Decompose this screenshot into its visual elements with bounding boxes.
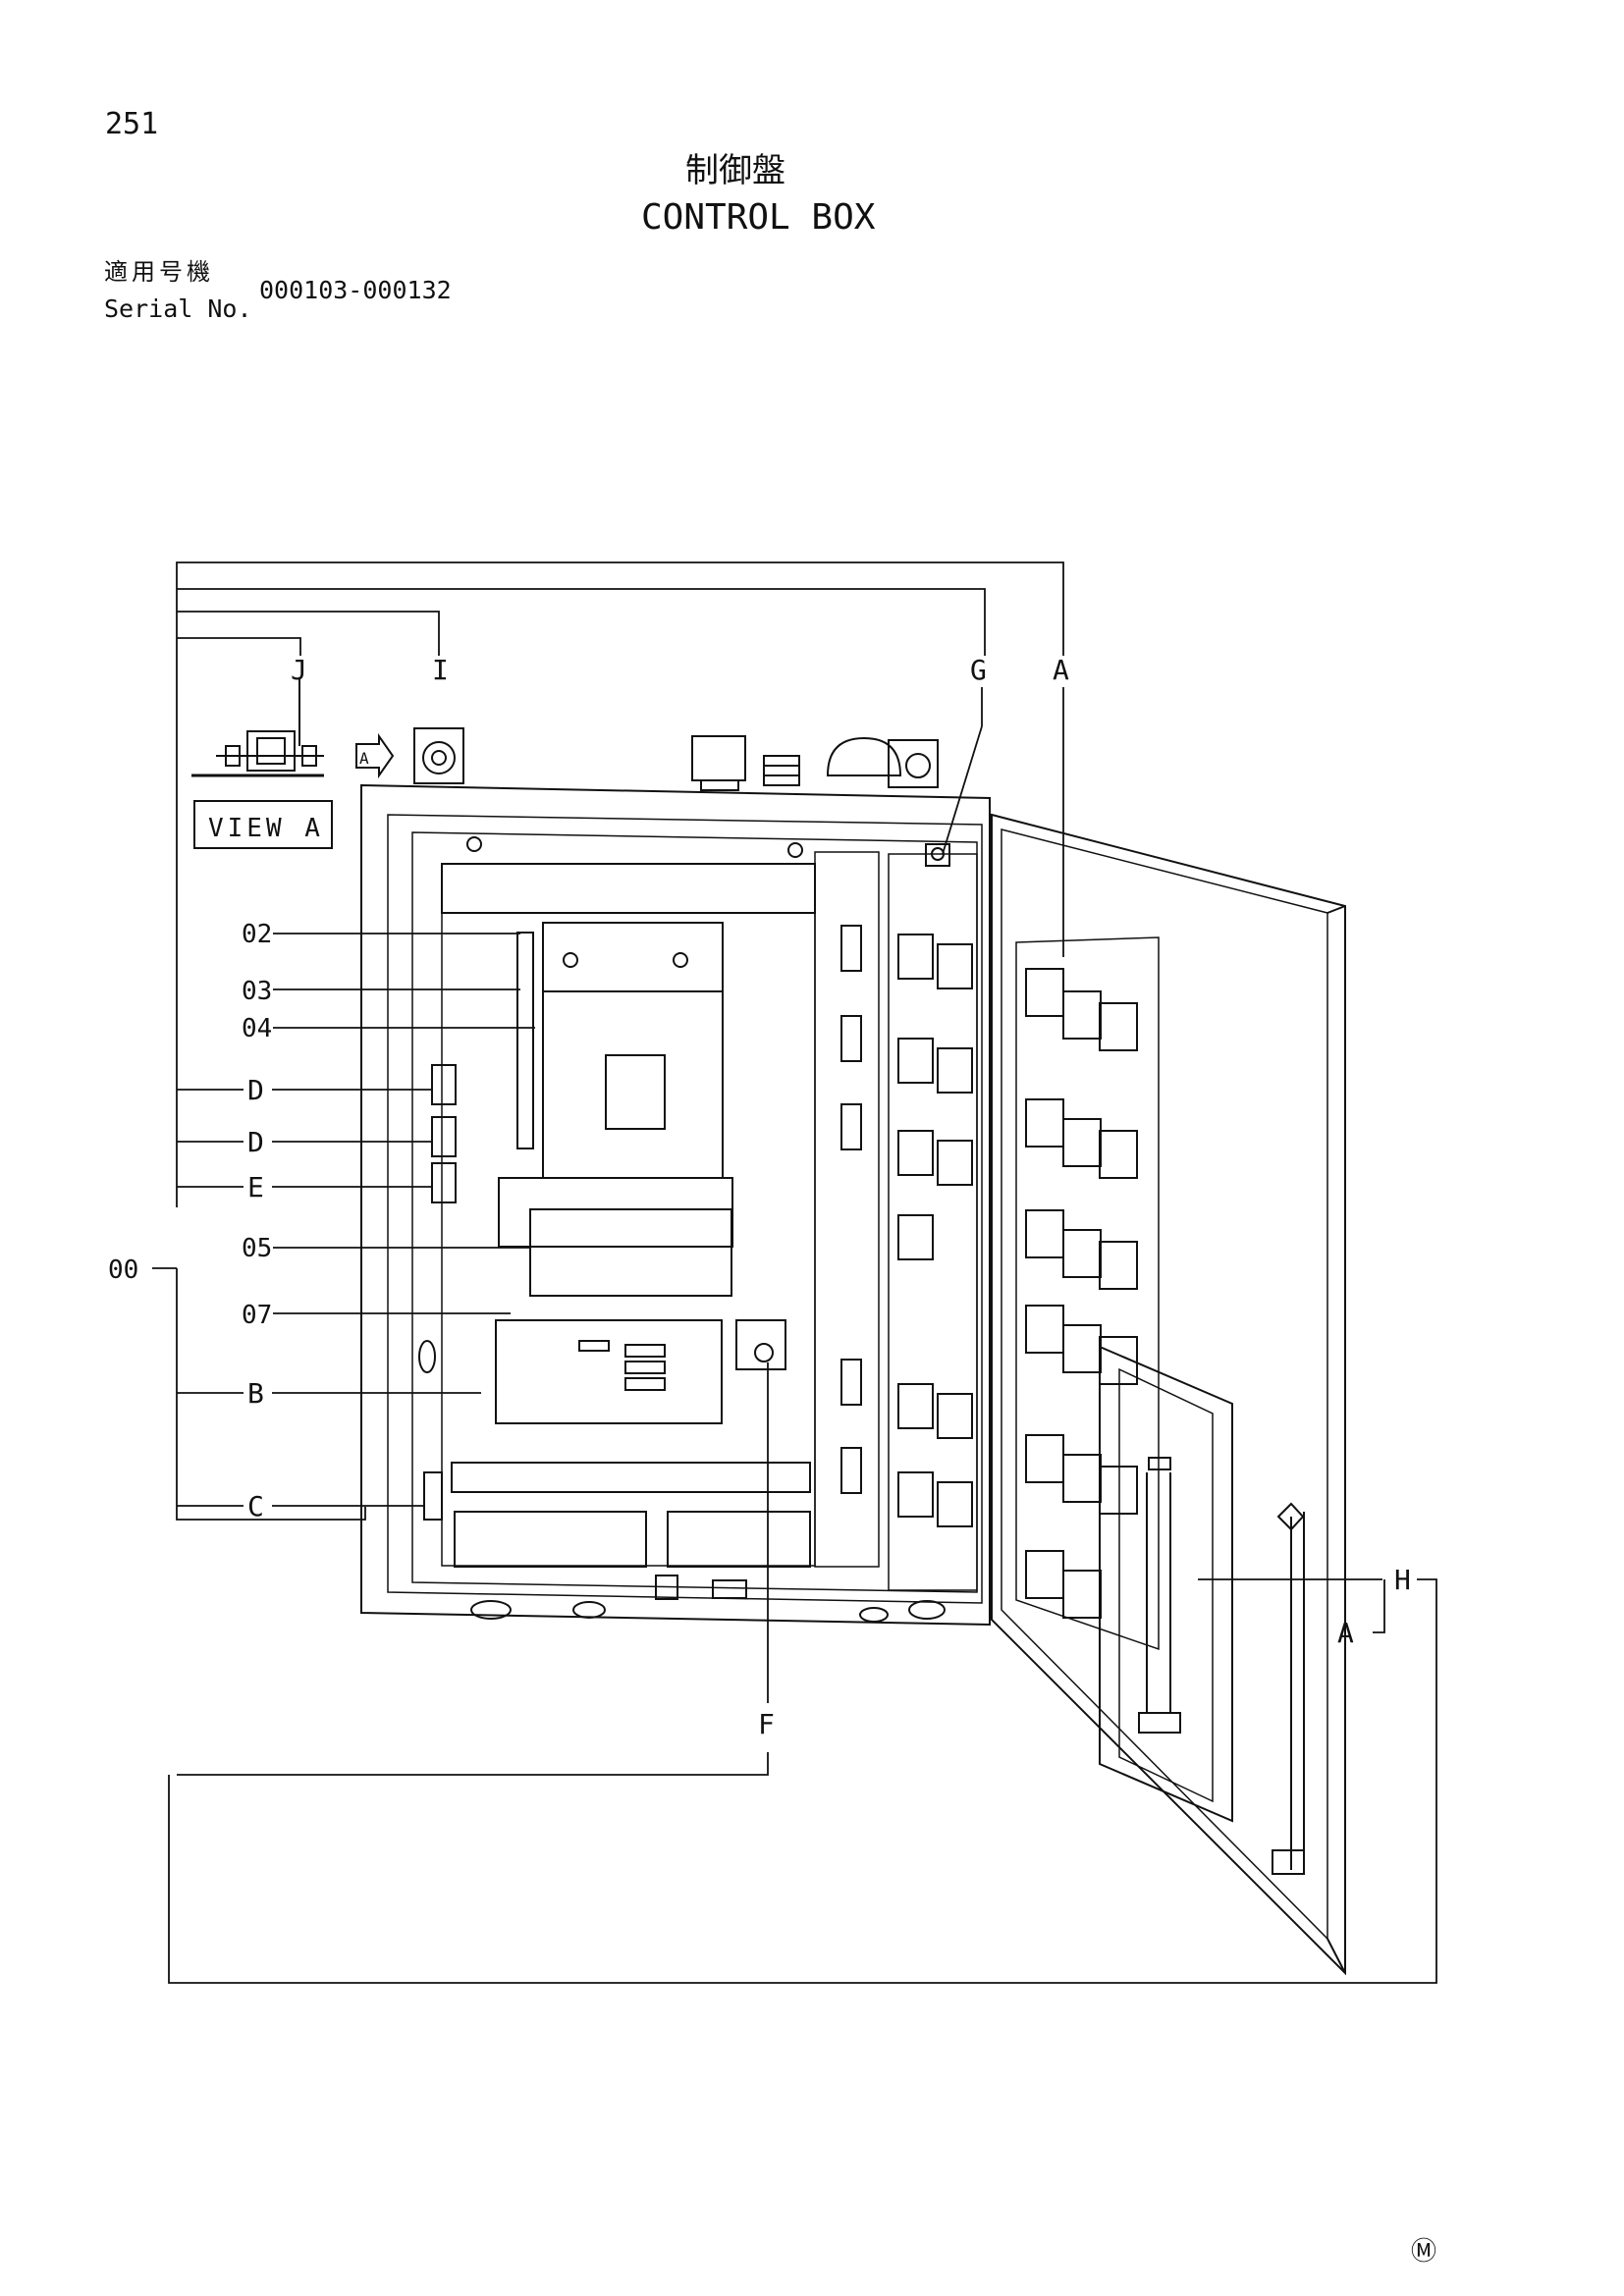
title-japanese: 制御盤: [685, 151, 785, 190]
callout-d-1: D: [247, 1074, 264, 1106]
callout-a-top: A: [1053, 654, 1069, 686]
callout-a-side: A: [1337, 1617, 1354, 1649]
top-fittings: [413, 727, 939, 791]
callout-00: 00: [108, 1255, 138, 1285]
title-english: CONTROL BOX: [641, 197, 876, 238]
callout-04: 04: [242, 1014, 272, 1043]
callout-d-2: D: [247, 1126, 264, 1158]
serial-number-range: 000103-000132: [259, 276, 452, 304]
callout-c: C: [247, 1490, 264, 1522]
callout-h: H: [1394, 1564, 1411, 1596]
cabinet-body: [360, 783, 991, 1627]
callout-labels: 00 02 03 04 05 07 A A B C D D E F G H I …: [108, 654, 1411, 1740]
callout-03: 03: [242, 977, 272, 1006]
serial-label-japanese: 適用号機: [104, 258, 214, 286]
callout-02: 02: [242, 920, 272, 949]
callout-e: E: [247, 1171, 264, 1203]
view-a-detail: [191, 677, 333, 849]
footer-m-mark: Ⓜ: [1411, 2237, 1437, 2267]
callout-g: G: [970, 654, 987, 686]
cabinet-door: [991, 813, 1346, 1976]
callout-b: B: [247, 1377, 264, 1410]
serial-label-english: Serial No.: [104, 294, 252, 323]
leader-lines: [152, 561, 1437, 1984]
callout-i: I: [432, 654, 449, 686]
callout-j: J: [291, 654, 307, 686]
view-a-label: VIEW A: [208, 814, 324, 843]
callout-05: 05: [242, 1234, 272, 1263]
callout-f: F: [758, 1708, 775, 1740]
view-arrow-letter: A: [359, 749, 369, 768]
page-number: 251: [105, 107, 159, 141]
view-a-arrow-icon: [355, 732, 395, 779]
callout-07: 07: [242, 1301, 272, 1330]
